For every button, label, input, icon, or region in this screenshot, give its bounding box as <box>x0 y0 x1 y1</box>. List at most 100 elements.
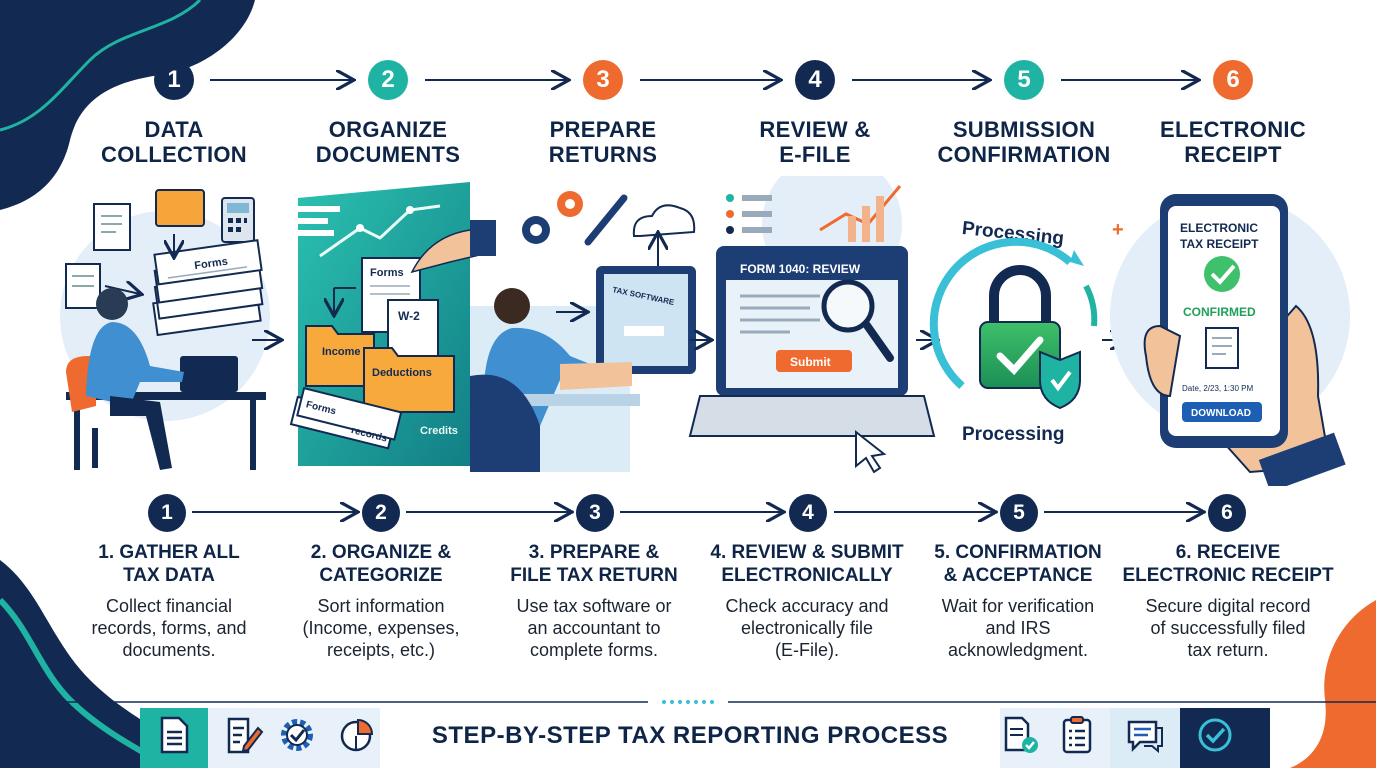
receipt-date-label: Date, 2/23, 1:30 PM <box>1182 384 1253 393</box>
forms-stack-label: Forms <box>194 256 229 273</box>
electronic-receipt-illustration: + ELECTRONIC TAX RECEIPT CONFIRMED Date,… <box>1110 194 1350 486</box>
bottom-step-5-title-line1: 5. CONFIRMATION <box>934 542 1102 563</box>
top-step-5-circle: 5 <box>1004 60 1044 100</box>
receipt-title-line2: TAX RECEIPT <box>1180 237 1259 251</box>
chat-bubble-icon <box>1127 720 1163 754</box>
bottom-step-6-circle: 6 <box>1208 494 1246 532</box>
bottom-step-1-desc-line2: records, forms, and <box>91 618 247 638</box>
bottom-step-5-title: 5. CONFIRMATION & ACCEPTANCE <box>898 541 1138 587</box>
bottom-step-2-title: 2. ORGANIZE & CATEGORIZE <box>261 541 501 587</box>
confirmed-label: CONFIRMED <box>1183 305 1256 319</box>
top-step-5-title-line2: CONFIRMATION <box>937 142 1111 167</box>
submission-processing-illustration: Processing Processing <box>929 218 1126 445</box>
bottom-step-4-title-line1: 4. REVIEW & SUBMIT <box>710 542 904 563</box>
income-folder-label: Income <box>322 346 361 358</box>
bottom-step-2-title-line2: CATEGORIZE <box>319 565 443 586</box>
bottom-step-5-circle: 5 <box>1000 494 1038 532</box>
receipt-title-line1: ELECTRONIC <box>1180 221 1258 235</box>
footer-title: STEP-BY-STEP TAX REPORTING PROCESS <box>431 722 949 749</box>
check-circle-icon <box>1198 718 1232 752</box>
bottom-step-2-desc-line2: (Income, expenses, <box>302 618 460 638</box>
bottom-step-3-title: 3. PREPARE & FILE TAX RETURN <box>474 541 714 587</box>
bottom-step-3-desc-line1: Use tax software or <box>516 596 672 616</box>
bottom-step-5-desc-line2: and IRS <box>985 618 1051 638</box>
top-step-3-title-line1: PREPARE <box>549 117 657 142</box>
gear-check-icon <box>281 719 313 751</box>
top-connector-arrows <box>210 60 1376 100</box>
bottom-step-2-title-line1: 2. ORGANIZE & <box>310 542 452 563</box>
top-step-1-title-line1: DATA <box>144 117 204 142</box>
review-efile-illustration: FORM 1040: REVIEW Submit <box>688 176 936 474</box>
top-step-6-title-line2: RECEIPT <box>1184 142 1282 167</box>
bottom-step-3-title-line1: 3. PREPARE & <box>528 542 660 563</box>
bottom-step-4-circle: 4 <box>789 494 827 532</box>
top-step-1-title-line2: COLLECTION <box>101 142 247 167</box>
top-step-4-title: REVIEW & E-FILE <box>715 117 915 167</box>
form-review-label: FORM 1040: REVIEW <box>740 262 861 276</box>
top-step-3-title: PREPARE RETURNS <box>503 117 703 167</box>
bottom-step-5-title-line2: & ACCEPTANCE <box>943 565 1093 586</box>
bottom-step-3-circle: 3 <box>576 494 614 532</box>
bottom-step-4-description: Check accuracy and electronically file (… <box>702 595 912 661</box>
bottom-step-6-title-line2: ELECTRONIC RECEIPT <box>1122 565 1334 586</box>
deductions-folder-label: Deductions <box>372 367 432 379</box>
bottom-step-6-desc-line3: tax return. <box>1187 640 1269 660</box>
bottom-step-4-desc-line1: Check accuracy and <box>725 596 889 616</box>
top-step-2-title-line2: DOCUMENTS <box>315 142 461 167</box>
edit-document-icon <box>227 717 264 754</box>
bottom-step-6-desc-line1: Secure digital record <box>1145 596 1311 616</box>
data-collection-illustration: Forms <box>60 189 280 470</box>
bottom-step-4-desc-line3: (E-File). <box>775 640 839 660</box>
bottom-step-4-desc-line2: electronically file <box>740 618 874 638</box>
document-icon <box>160 716 189 754</box>
bottom-step-1-description: Collect financial records, forms, and do… <box>64 595 274 661</box>
bottom-step-4-title-line2: ELECTRONICALLY <box>721 565 893 586</box>
organize-documents-illustration: Forms W-2 Income Deductions Forms record… <box>288 182 496 466</box>
bottom-step-3-desc-line3: complete forms. <box>529 640 659 660</box>
processing-bottom-label: Processing <box>962 424 1064 445</box>
bottom-step-2-desc-line3: receipts, etc.) <box>326 640 436 660</box>
bottom-step-6-title: 6. RECEIVE ELECTRONIC RECEIPT <box>1108 541 1348 587</box>
bottom-step-6-title-line1: 6. RECEIVE <box>1175 542 1281 563</box>
top-step-4-circle: 4 <box>795 60 835 100</box>
top-step-3-title-line2: RETURNS <box>548 142 658 167</box>
download-button-label: DOWNLOAD <box>1191 408 1251 419</box>
bottom-step-3-title-line2: FILE TAX RETURN <box>510 565 678 586</box>
top-step-6-title-line1: ELECTRONIC <box>1160 117 1306 142</box>
process-illustrations: Forms Forms W-2 Income Deductions <box>60 176 1350 486</box>
bottom-step-5-desc-line3: acknowledgment. <box>947 640 1089 660</box>
top-step-2-circle: 2 <box>368 60 408 100</box>
bottom-step-1-desc-line3: documents. <box>122 640 216 660</box>
bottom-step-1-desc-line1: Collect financial <box>105 596 233 616</box>
bottom-step-5-description: Wait for verification and IRS acknowledg… <box>913 595 1123 661</box>
top-step-1-circle: 1 <box>154 60 194 100</box>
bottom-step-1-title-line2: TAX DATA <box>123 565 215 586</box>
bottom-step-5-desc-line1: Wait for verification <box>941 596 1095 616</box>
top-step-4-title-line1: REVIEW & <box>759 117 871 142</box>
top-step-2-title: ORGANIZE DOCUMENTS <box>288 117 488 167</box>
bottom-step-4-title: 4. REVIEW & SUBMIT ELECTRONICALLY <box>687 541 927 587</box>
top-step-6-title: ELECTRONIC RECEIPT <box>1133 117 1333 167</box>
top-step-3-circle: 3 <box>583 60 623 100</box>
bottom-step-1-title: 1. GATHER ALL TAX DATA <box>49 541 289 587</box>
bottom-step-3-description: Use tax software or an accountant to com… <box>489 595 699 661</box>
pie-chart-icon <box>340 718 374 752</box>
bottom-step-2-description: Sort information (Income, expenses, rece… <box>276 595 486 661</box>
top-step-5-title-line1: SUBMISSION <box>952 117 1096 142</box>
forms-sheet-label: Forms <box>370 267 404 279</box>
top-step-1-title: DATA COLLECTION <box>74 117 274 167</box>
bottom-right-corner-blob <box>1290 600 1376 768</box>
credits-label: Credits <box>420 425 458 437</box>
checklist-clipboard-icon <box>1062 716 1092 754</box>
bottom-step-1-title-line1: 1. GATHER ALL <box>98 542 240 563</box>
top-step-4-title-line2: E-FILE <box>779 142 851 167</box>
bottom-step-6-description: Secure digital record of successfully fi… <box>1123 595 1333 661</box>
top-left-corner-blob <box>0 0 255 210</box>
bottom-step-2-desc-line1: Sort information <box>317 596 445 616</box>
submit-button-label: Submit <box>790 355 831 369</box>
top-step-2-title-line1: ORGANIZE <box>328 117 448 142</box>
checked-document-icon <box>1004 716 1038 753</box>
bottom-step-1-circle: 1 <box>148 494 186 532</box>
prepare-returns-illustration: TAX SOFTWARE <box>470 191 710 472</box>
bottom-step-6-desc-line2: of successfully filed <box>1150 618 1306 638</box>
